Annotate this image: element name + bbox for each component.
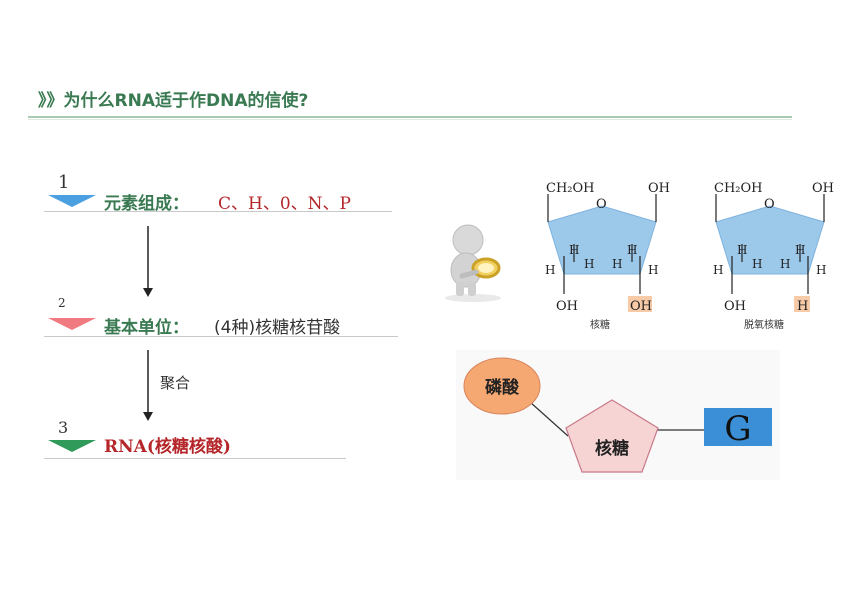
deoxyribose-oh-top: OH <box>812 181 834 196</box>
step-1-number: 1 <box>58 172 70 193</box>
deoxyribose-h: H <box>737 243 747 257</box>
title-divider <box>28 116 792 118</box>
ribose-h: H <box>648 263 658 277</box>
ribose-ring-o: O <box>596 197 607 212</box>
step-2-value: (4种)核糖核苷酸 <box>214 318 341 338</box>
page-title: 》》为什么RNA适于作DNA的信使? <box>38 91 309 111</box>
deoxyribose-oh-bottom-left: OH <box>724 299 746 314</box>
title-divider-shadow <box>28 119 792 120</box>
deoxyribose-structure-diagram: CH₂OH OH O H H H H H H OH H 脱氧核糖 <box>713 181 834 330</box>
ribose-caption: 核糖 <box>590 318 610 330</box>
ribose-oh-highlight <box>628 296 652 312</box>
step-1-triangle-icon <box>48 195 96 207</box>
deoxyribose-h: H <box>816 263 826 277</box>
ribose-h: H <box>627 243 637 257</box>
arrow-down-icon <box>143 226 153 297</box>
ribose-oh-bottom-left: OH <box>556 299 578 314</box>
sugar-label: 核糖 <box>595 438 629 459</box>
deoxyribose-h-bottom-right: H <box>797 299 808 314</box>
step-2-number: 2 <box>58 296 66 310</box>
nucleotide-diagram: 磷酸 核糖 G <box>456 350 780 480</box>
step-3-number: 3 <box>58 418 69 437</box>
deoxyribose-ch2oh: CH₂OH <box>714 181 763 196</box>
base-label: G <box>724 409 751 449</box>
ribose-ch2oh: CH₂OH <box>546 181 595 196</box>
deoxyribose-caption: 脱氧核糖 <box>744 318 784 330</box>
deoxyribose-ring-o: O <box>764 197 775 212</box>
step-2-label: 基本单位： <box>104 318 189 338</box>
phosphate-label: 磷酸 <box>485 377 520 398</box>
deoxyribose-h-highlight <box>794 296 810 312</box>
ribose-oh-bottom-right: OH <box>630 299 652 314</box>
step-1-underline <box>44 211 392 212</box>
step-1-label: 元素组成： <box>104 194 189 214</box>
ribose-structure-diagram: CH₂OH OH O H H H H H H OH OH 核糖 <box>545 181 670 330</box>
step-3-value: RNA(核糖核酸) <box>104 437 231 457</box>
deoxyribose-h: H <box>795 243 805 257</box>
ribose-oh-top: OH <box>648 181 670 196</box>
magnifier-person-icon <box>445 224 501 302</box>
ribose-h: H <box>545 263 555 277</box>
step-2-underline <box>44 336 398 337</box>
ribose-h: H <box>584 257 594 271</box>
deoxyribose-h: H <box>780 257 790 271</box>
step-3-underline <box>44 458 346 459</box>
arrow-down-icon <box>143 350 153 421</box>
step-1-value: C、H、0、N、P <box>218 194 351 214</box>
ribose-h: H <box>612 257 622 271</box>
deoxyribose-h: H <box>713 263 723 277</box>
step-3-triangle-icon <box>48 440 96 452</box>
deoxyribose-h: H <box>752 257 762 271</box>
process-label: 聚合 <box>160 374 191 392</box>
ribose-h: H <box>569 243 579 257</box>
step-2-triangle-icon <box>48 318 96 330</box>
